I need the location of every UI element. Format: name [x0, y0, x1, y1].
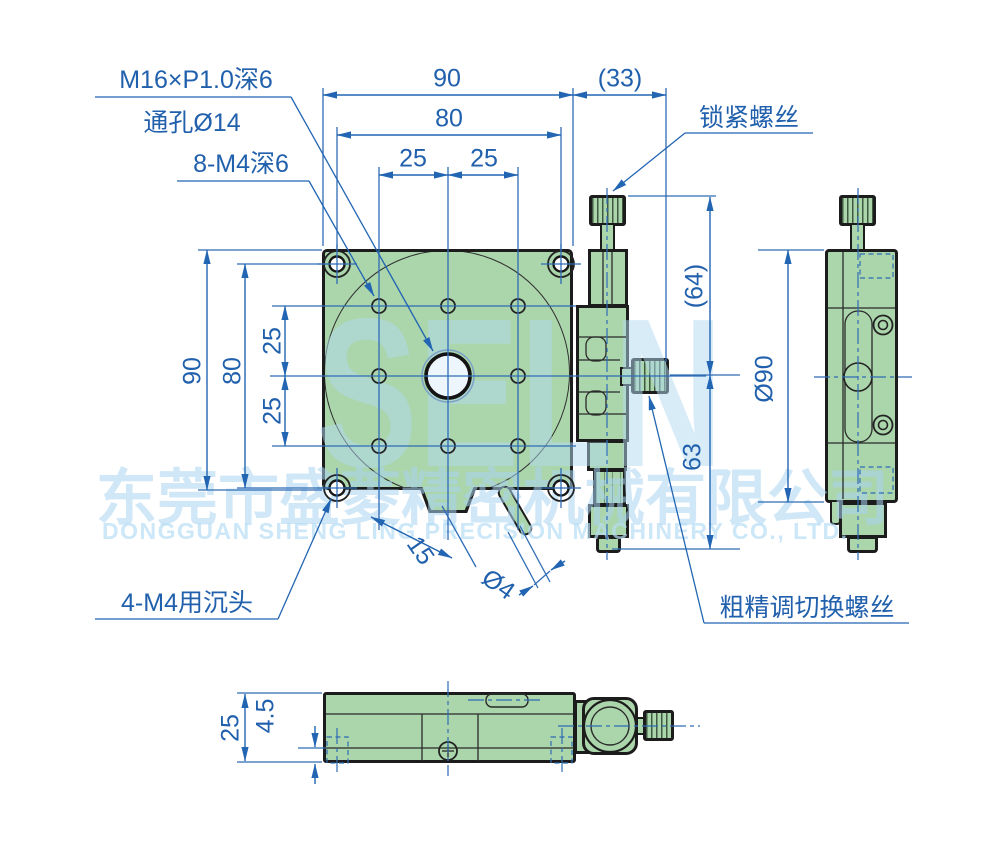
hidden-line-features	[326, 253, 894, 764]
dim-base-plate-thickness: 4.5	[251, 698, 280, 734]
dim-left-height: 90	[178, 357, 207, 385]
dim-top-pitch-right: 25	[470, 144, 498, 173]
dim-left-pitch-top: 25	[258, 327, 287, 355]
callout-coarse-fine-switch-screw: 粗精调切换螺丝	[719, 594, 895, 622]
dim-top-pitch-left: 25	[399, 144, 427, 173]
hole-circles	[323, 250, 894, 761]
dimension-lines	[203, 91, 792, 784]
platform-circle-outline	[325, 252, 570, 487]
leader-lines	[95, 96, 909, 624]
platform-circle-clip	[325, 252, 570, 487]
dim-platform-diameter: Ø90	[750, 355, 779, 403]
callout-lock-screw: 锁紧螺丝	[698, 104, 800, 132]
dim-base-height: 25	[216, 714, 245, 742]
centerlines	[336, 188, 912, 776]
micrometer-sleeve	[593, 469, 626, 506]
internal-detail-lines	[326, 252, 895, 761]
dim-micrometer-section-height: 63	[678, 443, 707, 471]
callout-grid-holes: 8-M4深6	[193, 150, 289, 178]
dim-left-pitch-bottom: 25	[258, 397, 287, 425]
dim-knob-section-height: (64)	[680, 263, 709, 309]
callout-center-through-hole: 通孔Ø14	[143, 109, 241, 137]
extension-lines	[198, 88, 824, 763]
dim-left-hole-span: 80	[218, 357, 247, 385]
dim-top-side-offset: (33)	[597, 64, 643, 93]
side-view-tip	[847, 536, 878, 553]
callout-center-thread: M16×P1.0深6	[119, 66, 273, 94]
dim-top-hole-span: 80	[435, 104, 463, 133]
callout-countersunk-holes: 4-M4用沉头	[121, 589, 253, 617]
dim-top-width: 90	[433, 64, 461, 93]
